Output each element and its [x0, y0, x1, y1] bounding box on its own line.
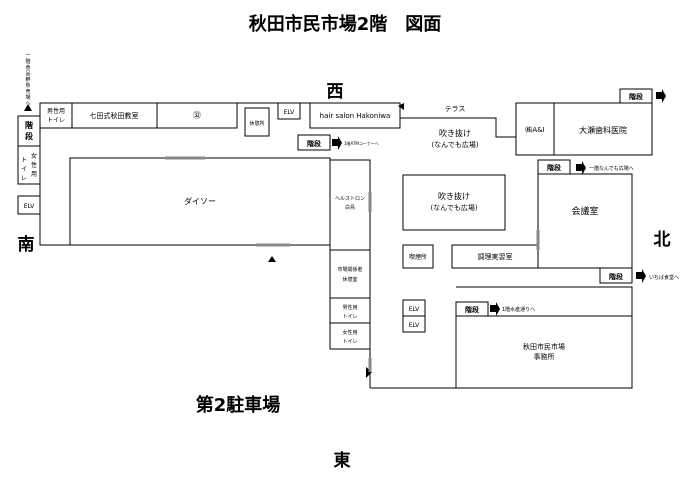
stairs-left-label-1: 階 — [25, 120, 33, 130]
left-note-3: 食 — [25, 64, 30, 71]
mens-toilet-top[interactable] — [39, 102, 73, 129]
womens-toilet[interactable] — [329, 322, 371, 350]
compass-north: 北 — [654, 230, 671, 250]
left-note-1: 一 — [25, 53, 30, 59]
shop-32[interactable] — [156, 102, 238, 129]
entrance-marker-icon — [398, 103, 404, 110]
ai-company[interactable] — [515, 102, 555, 156]
stairs-atm[interactable] — [297, 134, 331, 151]
stairs-atm-label: 階段 — [307, 139, 321, 148]
ichiba-note: いちば食堂へ — [649, 274, 679, 281]
mens-toilet-bottom[interactable] — [329, 297, 371, 324]
mizuhama-note: 1階水産通りへ — [502, 306, 535, 313]
stairs-east-label: 階段 — [609, 272, 623, 281]
helstron-label-2: 白鳥 — [345, 204, 355, 211]
wtl-5: イ — [21, 166, 27, 173]
arrow-right-icon — [490, 302, 500, 316]
wtl-4: ト — [21, 157, 27, 164]
smoking-label: 喫煙所 — [409, 253, 427, 261]
wtl-3: 用 — [31, 171, 37, 178]
dental-clinic-label: 大瀬歯科医院 — [579, 125, 627, 135]
staff-rest-label-1: 市場関係者 — [337, 266, 362, 273]
compass-west: 西 — [327, 82, 344, 102]
wtl-1: 女 — [31, 152, 37, 160]
atrium-top-label-2: (なんでも広場) — [431, 140, 478, 149]
hair-salon-label: hair salon Hakoniwa — [320, 112, 391, 120]
womens-toilet-label-1: 女性用 — [342, 329, 357, 336]
womens-toilet-label-2: トイレ — [342, 339, 357, 345]
smoking-room[interactable] — [402, 244, 434, 269]
map-title: 秋田市民市場2階 図面 — [249, 13, 442, 35]
rest-room-label: 休憩所 — [249, 120, 264, 127]
daiso-store[interactable] — [69, 157, 331, 246]
stairs-mizuhama-label: 階段 — [465, 305, 479, 314]
dental-clinic[interactable] — [553, 102, 653, 156]
shichida-school-label: 七田式秋田教室 — [90, 111, 139, 120]
left-note-4: 品 — [25, 71, 30, 77]
left-note-8: 場 — [25, 94, 30, 101]
staff-rest-room[interactable] — [329, 249, 371, 299]
compass-east: 東 — [334, 450, 351, 471]
daiso-label: ダイソー — [184, 196, 216, 206]
elv-top-label: ELV — [284, 109, 295, 116]
arrow-right-icon — [332, 136, 342, 150]
wtl-2: 性 — [31, 161, 37, 169]
elv-mid-2-label: ELV — [409, 322, 420, 329]
arrow-up-icon — [24, 104, 32, 111]
stairs-east[interactable] — [599, 267, 633, 284]
cooking-label: 調理実習室 — [478, 252, 513, 261]
helstron-label-1: ヘルストロン — [335, 196, 365, 202]
atrium-mid-label-2: (なんでも広場) — [430, 203, 477, 212]
elv-mid-1-label: ELV — [409, 306, 420, 313]
shop-32-label: ㉜ — [193, 111, 201, 120]
mens-toilet-top-label-1: 男性用 — [47, 107, 65, 115]
hair-salon[interactable] — [309, 102, 401, 129]
elv-mid-2[interactable] — [402, 315, 426, 333]
wtl-6: レ — [21, 175, 27, 182]
left-note-2: 階 — [25, 58, 30, 65]
arrow-right-icon — [576, 161, 586, 175]
atrium-mid-label-1: 吹き抜け — [438, 191, 470, 201]
stairs-north-top-label: 階段 — [629, 92, 643, 101]
atrium-top-label-1: 吹き抜け — [439, 128, 471, 138]
atm-note: 1階ATMコーナーへ — [344, 140, 379, 146]
corridor-wall — [330, 348, 371, 388]
market-office[interactable] — [455, 315, 633, 389]
mens-toilet-bottom-label-2: トイレ — [342, 314, 357, 320]
conference-room[interactable] — [537, 173, 633, 269]
left-note-5: 鮮 — [25, 76, 30, 83]
staff-rest-label-2: 休憩室 — [342, 276, 357, 283]
elv-top[interactable] — [277, 102, 301, 120]
stairs-north-top[interactable] — [619, 88, 653, 104]
stairs-north-mid-label: 階段 — [547, 163, 561, 172]
terrace-label: テラス — [445, 105, 466, 113]
left-note-7: 売 — [25, 88, 30, 95]
nandemo-note: 一階なんでも広場へ — [589, 165, 634, 172]
compass-south: 南 — [18, 234, 35, 255]
corridor-wall — [456, 286, 633, 316]
office-label-2: 事務所 — [534, 352, 555, 361]
atrium-mid[interactable] — [402, 174, 506, 231]
helstron[interactable] — [329, 159, 371, 251]
parking-label: 第2駐車場 — [196, 394, 281, 416]
left-note-6: 魚 — [25, 82, 30, 89]
office-label-1: 秋田市民市場 — [523, 342, 565, 351]
entrance-marker-icon — [366, 367, 372, 378]
mens-toilet-top-label-2: トイレ — [47, 117, 65, 124]
arrow-right-icon — [656, 89, 666, 103]
cooking-room[interactable] — [451, 244, 539, 269]
conference-room-label: 会議室 — [571, 205, 598, 217]
arrow-right-icon — [636, 269, 646, 283]
elv-left-label: ELV — [24, 203, 35, 210]
entrance-marker-icon — [268, 256, 276, 262]
ai-company-label: ㈱A&I — [525, 125, 544, 134]
stairs-left-label-2: 段 — [25, 131, 33, 141]
mens-toilet-bottom-label-1: 男性用 — [342, 304, 357, 311]
rest-room[interactable] — [244, 107, 270, 137]
